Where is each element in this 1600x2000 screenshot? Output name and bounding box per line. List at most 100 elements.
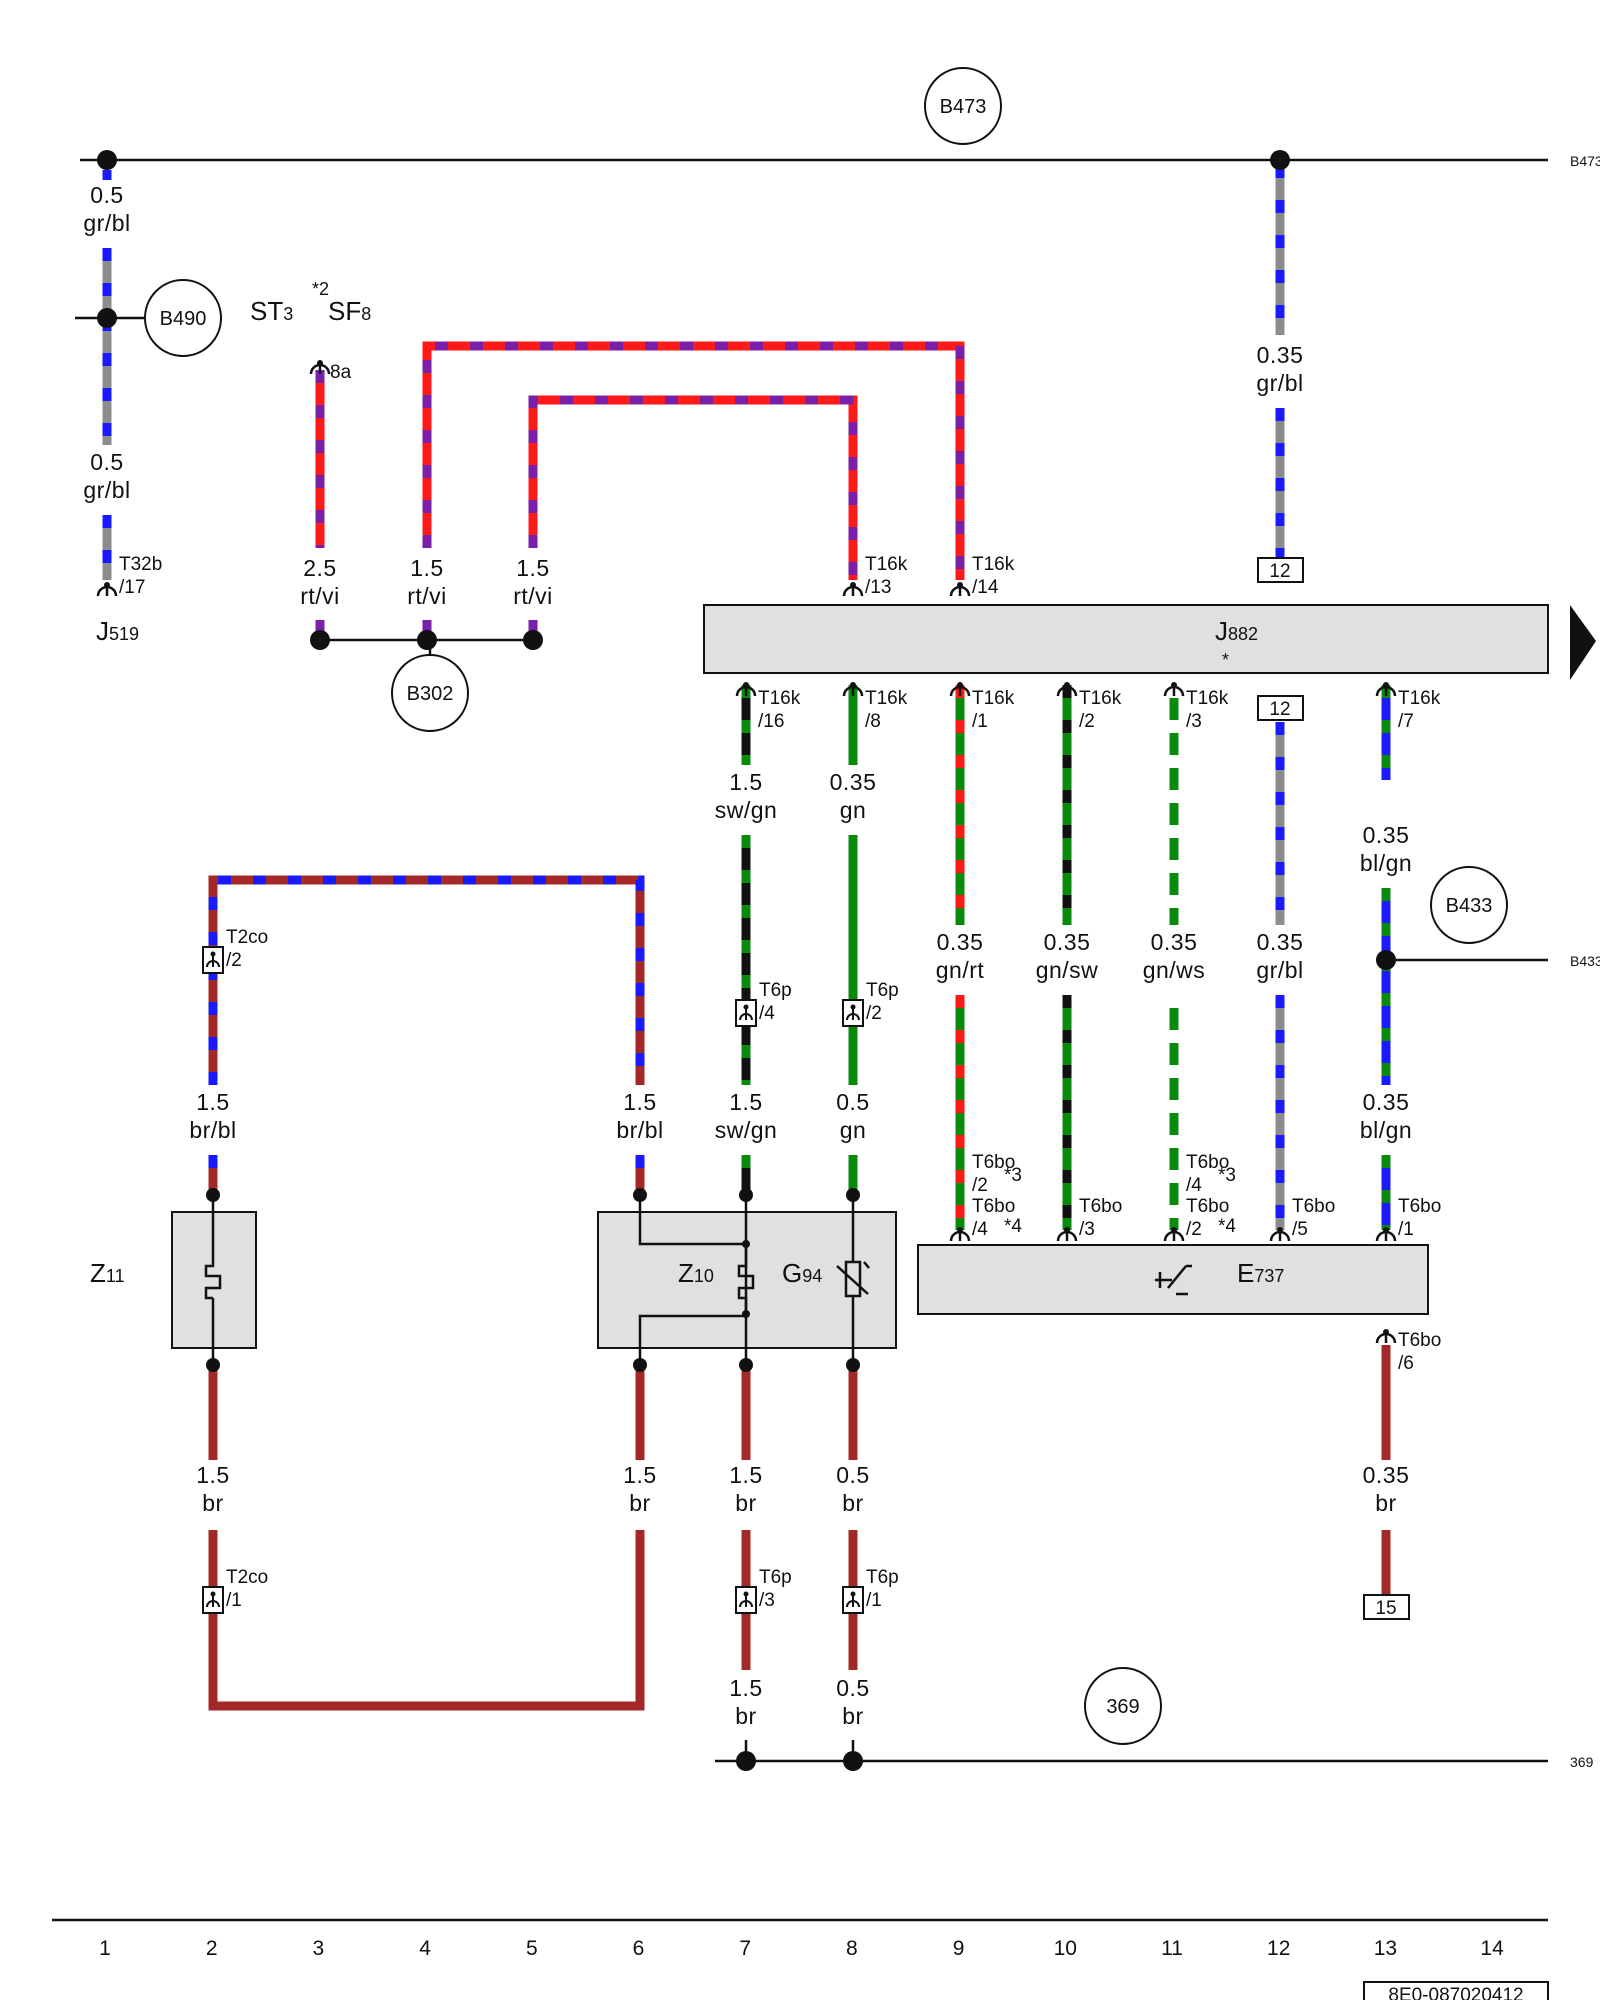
wire-gauge: 0.5	[90, 449, 123, 475]
pin-label: T6bo/2	[1186, 1196, 1229, 1240]
wire-label: 1.5rt/vi	[513, 555, 553, 609]
b302-bubble: B302	[391, 654, 469, 732]
connector-icon	[202, 1586, 224, 1614]
pin-connector-id: T2co	[226, 927, 268, 948]
pin-label: T6bo/3	[1079, 1196, 1122, 1240]
wire-gauge: 1.5	[516, 555, 549, 581]
grid-column-number: 11	[1161, 1937, 1183, 1960]
pin-icon	[1056, 1225, 1078, 1243]
wire-color-code: sw/gn	[715, 1117, 778, 1143]
connector-icon	[842, 1586, 864, 1614]
pin-label: T16k/3	[1186, 688, 1229, 732]
svg-text:G94: G94	[782, 1258, 822, 1288]
connector-icon	[202, 946, 224, 974]
document-id-box: 8E0-087020412	[1363, 1981, 1549, 2000]
pin-number: /2	[226, 950, 242, 971]
pin-icon	[1056, 680, 1078, 698]
pin-icon	[949, 580, 971, 598]
component-label-z11: Z11	[90, 1258, 125, 1288]
pin-label: T16k/16	[758, 688, 801, 732]
junction-node	[736, 1751, 756, 1771]
junction-node	[633, 1188, 647, 1202]
pin-connector-id: T16k	[1079, 688, 1122, 709]
pin-number: /4	[1186, 1175, 1202, 1196]
wire-color-code: gn	[840, 797, 867, 823]
grid-column-number: 13	[1374, 1937, 1397, 1960]
pin-number: /4	[759, 1003, 775, 1024]
svg-text:*: *	[1222, 650, 1229, 670]
pin-label: T6p/4	[759, 980, 792, 1024]
pin-number: /4	[972, 1219, 988, 1240]
wire-color-code: br	[842, 1703, 863, 1729]
pin-icon	[1163, 1225, 1185, 1243]
pin-connector-id: T6p	[866, 1567, 899, 1588]
junction-node	[846, 1188, 860, 1202]
pin-number: /1	[972, 711, 988, 732]
pin-connector-id: T16k	[972, 554, 1015, 575]
switch-icon	[1155, 1264, 1192, 1296]
wire-label: 2.5rt/vi	[300, 555, 339, 609]
pin-label: T6p/2	[866, 980, 899, 1024]
svg-text:*2: *2	[312, 279, 329, 299]
grid-column-number: 4	[419, 1937, 431, 1960]
369-bubble: 369	[1084, 1667, 1162, 1745]
pin-number: /17	[119, 577, 145, 598]
pin-icon	[842, 680, 864, 698]
pin-connector-id: T16k	[865, 554, 908, 575]
component-label-j882: J882 *	[1215, 616, 1258, 670]
pin-number: /14	[972, 577, 999, 598]
junction-node	[1376, 950, 1396, 970]
svg-text:J519: J519	[96, 616, 139, 646]
e737-module	[917, 1244, 1429, 1315]
wire-gauge: 1.5	[729, 1462, 762, 1488]
j882-input-ref-box: 12	[1257, 557, 1304, 583]
j882-continuation-arrow	[1570, 605, 1596, 680]
temperature-sensor-icon	[836, 1195, 870, 1365]
pin-icon	[1375, 680, 1397, 698]
pin-icon	[96, 580, 118, 598]
pin-number: /8	[865, 711, 881, 732]
wire-color-code: bl/gn	[1360, 850, 1412, 876]
pin-connector-id: T6bo	[972, 1152, 1015, 1173]
svg-text:SF8: SF8	[328, 296, 371, 326]
connector-icon	[735, 1586, 757, 1614]
b490-bubble: B490	[106, 279, 222, 357]
wire-label: 1.5br	[623, 1462, 656, 1516]
j882-module	[703, 604, 1549, 674]
wire-color-code: gr/bl	[83, 477, 130, 503]
wire-color-code: gn/rt	[936, 957, 985, 983]
pin-number: /2	[1079, 711, 1095, 732]
junction-node	[742, 1310, 750, 1318]
pin-number: 8a	[330, 362, 352, 383]
pin-label: T2co/2	[226, 927, 268, 971]
component-label-z10: Z10	[678, 1258, 714, 1288]
pin-label: T2co/1	[226, 1567, 268, 1611]
junction-node	[1270, 150, 1290, 170]
wire-color-code: gn	[840, 1117, 867, 1143]
pin-connector-id: T16k	[865, 688, 908, 709]
pin-icon	[735, 680, 757, 698]
grid-column-number: 3	[313, 1937, 325, 1960]
connector-icon	[735, 999, 757, 1027]
grid-column-number: 6	[633, 1937, 645, 1960]
pin-label: T16k/13	[865, 554, 908, 598]
wire-color-code: rt/vi	[513, 583, 553, 609]
pin-footnote: *3	[1004, 1165, 1022, 1186]
pin-icon	[1375, 1225, 1397, 1243]
pin-connector-id: T6p	[759, 980, 792, 1001]
wire-gauge: 0.35	[830, 769, 877, 795]
wire-color-code: br	[1375, 1490, 1396, 1516]
wire-color-code: br/bl	[189, 1117, 236, 1143]
pin-icon	[949, 680, 971, 698]
svg-text:B433: B433	[1446, 895, 1493, 917]
wire-color-code: br	[202, 1490, 223, 1516]
wire-label: 0.5gn	[836, 1089, 869, 1143]
369-edge-ref: 369	[1570, 1754, 1594, 1770]
junction-node	[523, 630, 543, 650]
pin-label: T6bo/1	[1398, 1196, 1441, 1240]
